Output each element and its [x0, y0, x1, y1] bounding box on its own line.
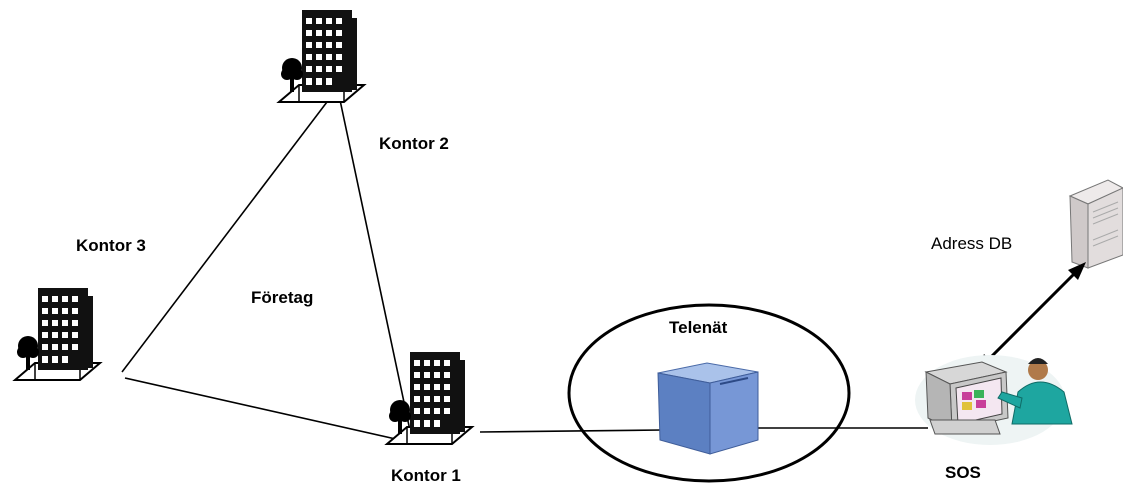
link-kontor3-kontor2 — [121, 97, 331, 373]
office-building-icon — [278, 9, 365, 103]
operator-workstation-icon — [915, 355, 1073, 445]
label-telenat: Telenät — [669, 318, 728, 337]
link-kontor1-telenat — [479, 429, 663, 433]
link-kontor2-kontor1 — [339, 99, 413, 441]
label-sos: SOS — [945, 463, 981, 482]
label-foretag: Företag — [251, 288, 314, 307]
label-kontor1: Kontor 1 — [391, 466, 461, 485]
office-building-icon — [14, 287, 101, 381]
office-building-icon — [386, 351, 473, 445]
telenat-cloud — [567, 303, 851, 483]
label-kontor3: Kontor 3 — [76, 236, 146, 255]
network-switch-icon — [657, 362, 759, 455]
label-kontor2: Kontor 2 — [379, 134, 449, 153]
server-tower-icon — [1068, 179, 1123, 269]
connection-lines — [121, 97, 928, 441]
label-adress-db: Adress DB — [931, 234, 1013, 253]
link-kontor3-kontor1 — [124, 377, 401, 441]
